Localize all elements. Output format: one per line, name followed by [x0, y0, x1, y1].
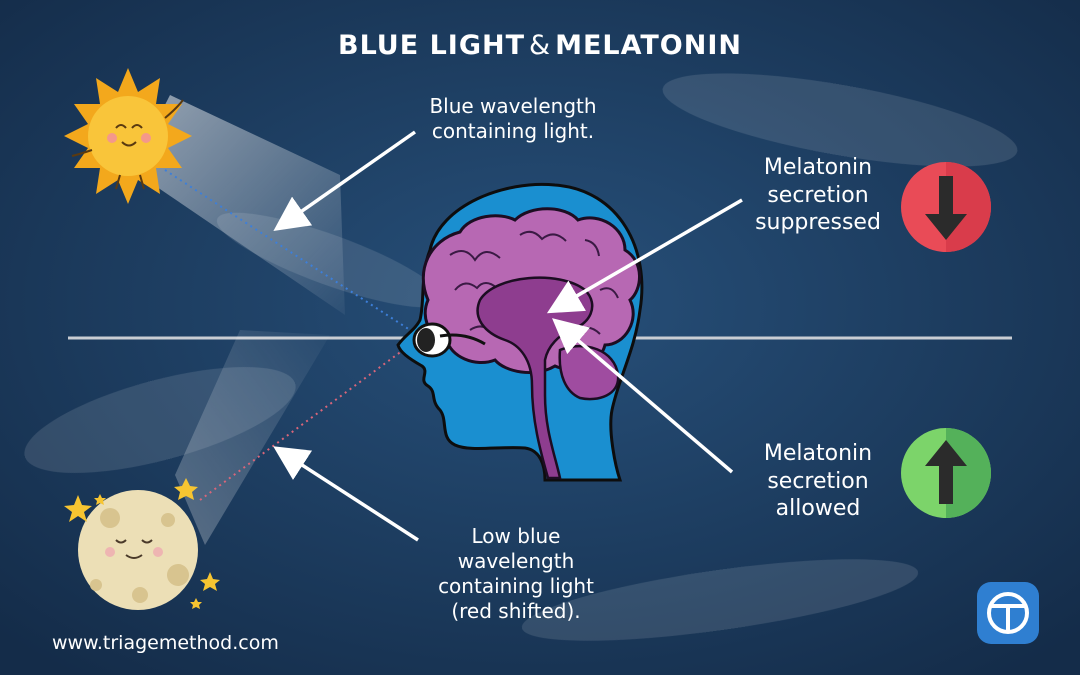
smiling-moon-icon — [78, 490, 198, 610]
star-icons — [64, 478, 220, 609]
label-line: containing light — [438, 574, 594, 598]
label-low-blue-wavelength: Low blue wavelength containing light (re… — [408, 524, 624, 624]
label-line: suppressed — [755, 210, 881, 235]
arrow-to-red-ray — [273, 446, 419, 542]
label-melatonin-allowed: Melatonin secretion allowed — [718, 440, 918, 523]
arrow-to-pineal-suppressed — [546, 198, 743, 314]
moon-light-beam — [175, 330, 330, 545]
brain-folds — [449, 230, 619, 335]
cerebellum — [558, 345, 620, 401]
title-part-2: MELATONIN — [555, 30, 743, 61]
blue-light-ray — [164, 169, 411, 331]
label-line: Low blue — [471, 524, 561, 548]
red-light-ray — [199, 344, 411, 501]
sun-light-beam — [132, 95, 345, 315]
label-blue-wavelength: Blue wavelength containing light. — [398, 94, 628, 144]
page-title: BLUE LIGHT&MELATONIN — [0, 30, 1080, 61]
label-line: Melatonin — [763, 441, 873, 466]
label-line: secretion — [767, 182, 869, 208]
label-line: Melatonin — [763, 155, 873, 180]
label-line: (red shifted). — [451, 599, 581, 623]
arrow-to-pineal-allowed — [552, 318, 734, 474]
arrow-up-icon — [901, 428, 991, 518]
arrow-down-icon — [901, 162, 991, 252]
arrow-to-blue-ray — [273, 130, 417, 232]
label-line: allowed — [775, 496, 861, 521]
website-url[interactable]: www.triagemethod.com — [52, 632, 279, 654]
label-line: wavelength — [457, 549, 575, 573]
label-line: Blue wavelength — [429, 94, 597, 118]
smiling-sun-icon — [64, 68, 192, 204]
eye — [412, 322, 486, 358]
title-part-1: BLUE LIGHT — [337, 30, 526, 61]
label-melatonin-suppressed: Melatonin secretion suppressed — [718, 154, 918, 237]
triage-method-logo-icon — [977, 582, 1039, 644]
label-line: secretion — [767, 468, 869, 494]
label-line: containing light. — [431, 119, 595, 143]
title-ampersand: & — [529, 30, 552, 61]
